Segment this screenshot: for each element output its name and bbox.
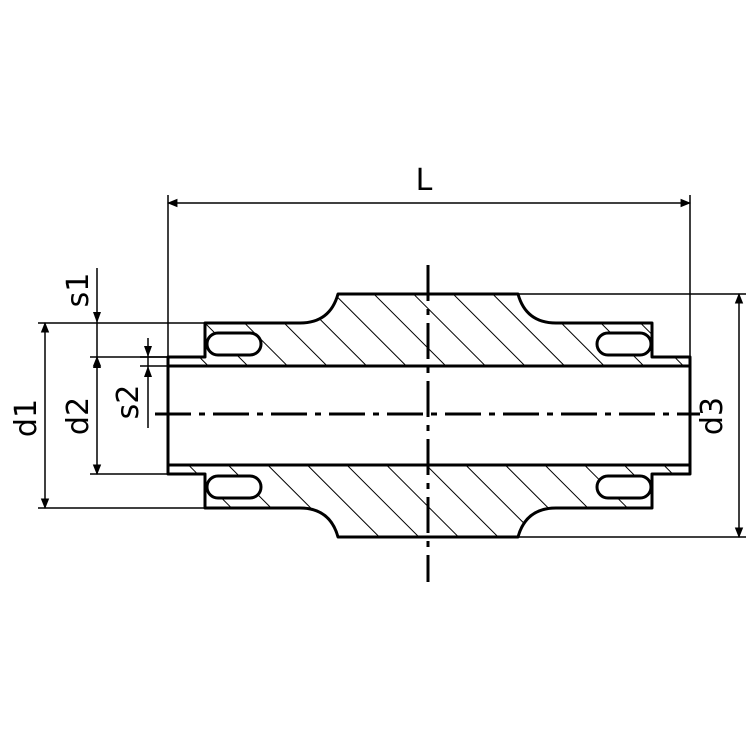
arrow-s1-top — [93, 312, 101, 323]
groove-left-lower — [205, 474, 263, 500]
label-d2: d2 — [61, 397, 96, 435]
label-L: L — [416, 163, 433, 198]
arrow-s2-top — [144, 346, 152, 357]
label-s1: s1 — [61, 273, 96, 308]
label-d3: d3 — [695, 397, 730, 435]
label-d1: d1 — [9, 399, 44, 437]
arrow-s2-bottom — [144, 366, 152, 377]
groove-left-upper — [205, 331, 263, 357]
arrow-s1-bottom — [93, 357, 101, 368]
groove-right-upper — [595, 331, 653, 357]
groove-right-lower — [595, 474, 653, 500]
label-s2: s2 — [111, 385, 146, 420]
